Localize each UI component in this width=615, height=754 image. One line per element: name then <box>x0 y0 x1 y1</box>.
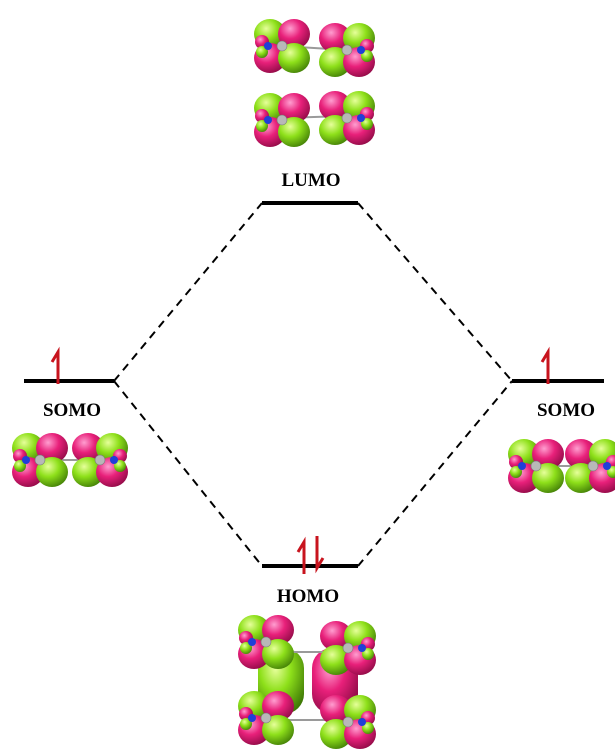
somo-right-label: SOMO <box>537 400 595 421</box>
lumo-orbital-image <box>253 18 376 148</box>
homo-label: HOMO <box>277 586 339 607</box>
correlation-lines <box>113 202 513 567</box>
somo-right-orbital-image <box>507 438 615 494</box>
somo-left-orbital-image <box>11 432 129 488</box>
somo-left-label: SOMO <box>43 400 101 421</box>
homo-orbital-image <box>237 614 377 750</box>
lumo-label: LUMO <box>281 170 340 191</box>
homo-electron-arrow-down <box>315 534 325 570</box>
homo-electron-arrow-up <box>296 540 306 576</box>
